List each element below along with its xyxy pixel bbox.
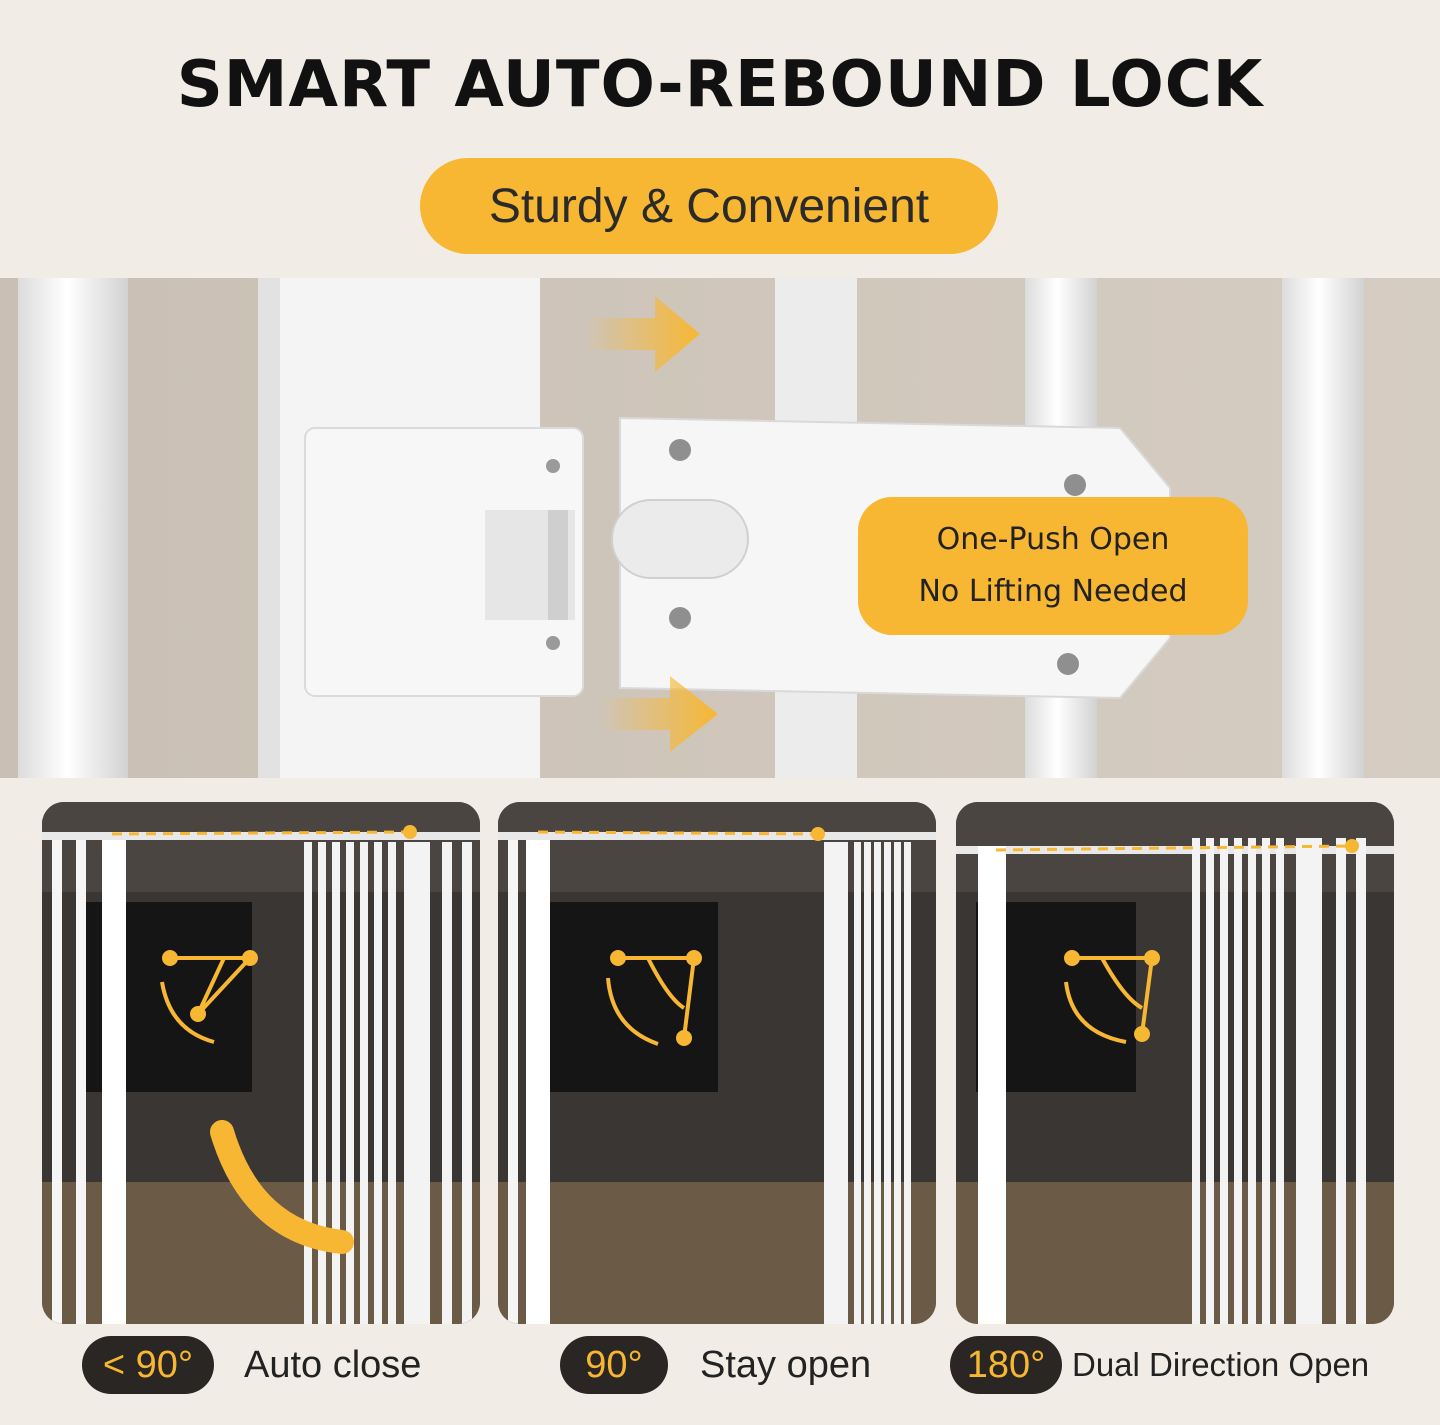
auto-close-illustration <box>42 802 480 1324</box>
stay-open-panel <box>498 802 936 1324</box>
dual-direction-illustration <box>956 802 1394 1324</box>
subtitle-text: Sturdy & Convenient <box>488 179 930 233</box>
angle-badge-stay-open: 90° <box>560 1336 668 1394</box>
callout-line-2: No Lifting Needed <box>918 574 1188 609</box>
angle-badge-dual-direction: 180° <box>950 1336 1062 1394</box>
subtitle-pill: Sturdy & Convenient <box>420 158 998 254</box>
stay-open-illustration <box>498 802 936 1324</box>
one-push-callout: One-Push Open No Lifting Needed <box>858 497 1248 635</box>
callout-line-1: One-Push Open <box>936 522 1170 557</box>
mode-label-stay-open: Stay open <box>700 1343 872 1386</box>
dual-direction-panel <box>956 802 1394 1324</box>
angle-badge-auto-close: < 90° <box>82 1336 214 1394</box>
auto-close-panel <box>42 802 480 1324</box>
mode-label-auto-close: Auto close <box>244 1343 422 1386</box>
mode-label-dual-direction: Dual Direction Open <box>1072 1346 1370 1383</box>
page-title: SMART AUTO-REBOUND LOCK <box>176 48 1264 122</box>
